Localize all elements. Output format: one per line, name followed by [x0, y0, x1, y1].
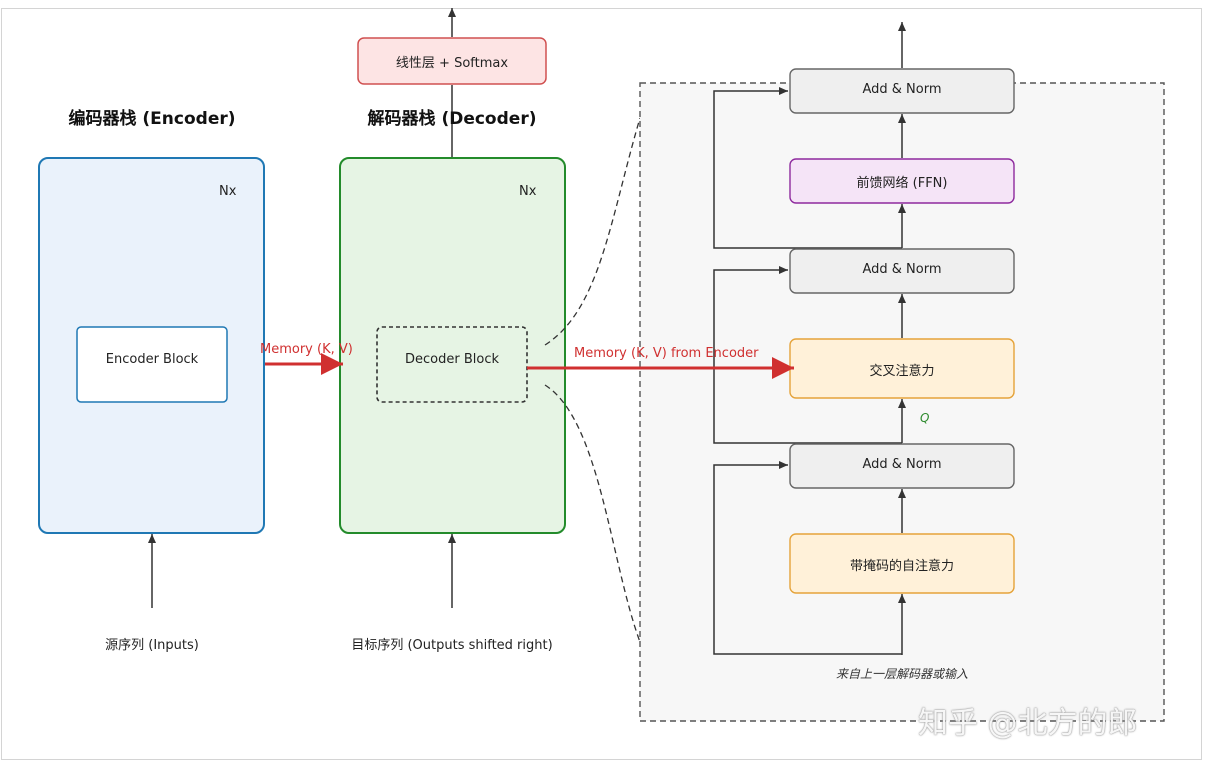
cross-attention-label: 交叉注意力	[869, 364, 935, 379]
residual-3	[713, 87, 902, 249]
decoder-stack-box	[339, 157, 566, 534]
add-norm-bottom-label: Add & Norm	[862, 457, 942, 472]
decoder-block-box	[376, 326, 528, 403]
decoder-repeat-label: Nx	[519, 184, 537, 199]
diagram-frame	[1, 8, 1202, 760]
softmax-label: 线性层 + Softmax	[395, 56, 509, 71]
encoder-repeat-label: Nx	[219, 184, 237, 199]
zoom-line-top	[544, 117, 641, 346]
softmax-box	[357, 37, 547, 85]
q-label: Q	[920, 411, 930, 425]
decoder-block-label: Decoder Block	[405, 352, 499, 367]
residual-1	[713, 461, 902, 655]
memory-label: Memory (K, V)	[260, 342, 353, 357]
watermark: 知乎 @北方的郎	[918, 706, 1138, 741]
residual-2	[713, 266, 902, 444]
add-norm-top-box	[789, 68, 1015, 114]
encoder-title: 编码器栈 (Encoder)	[68, 109, 236, 129]
add-norm-top-label: Add & Norm	[862, 82, 942, 97]
decoder-input-label: 目标序列 (Outputs shifted right)	[351, 638, 553, 653]
masked-attention-label: 带掩码的自注意力	[849, 559, 955, 574]
masked-attention-box	[789, 533, 1015, 594]
encoder-block-label: Encoder Block	[105, 352, 199, 367]
add-norm-mid-box	[789, 248, 1015, 294]
add-norm-bottom-box	[789, 443, 1015, 489]
encoder-block-box	[76, 326, 228, 403]
decoder-title: 解码器栈 (Decoder)	[367, 109, 537, 129]
ffn-box	[789, 158, 1015, 204]
memory-from-encoder-label: Memory (K, V) from Encoder	[574, 346, 759, 361]
encoder-input-label: 源序列 (Inputs)	[105, 638, 199, 653]
zoom-line-bottom	[544, 384, 641, 643]
ffn-label: 前馈网络 (FFN)	[856, 176, 948, 191]
add-norm-mid-label: Add & Norm	[862, 262, 942, 277]
input-caption: 来自上一层解码器或输入	[835, 667, 969, 681]
